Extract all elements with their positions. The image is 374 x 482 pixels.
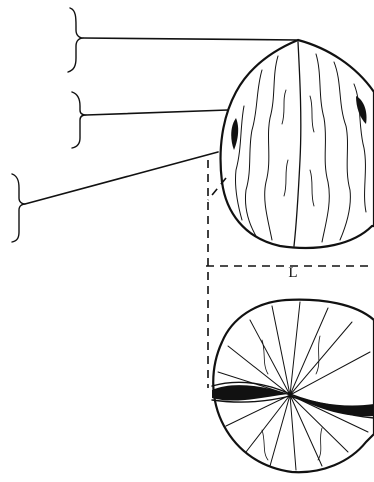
leader-line-apex [83,38,298,40]
label-bracket-bottom [12,174,25,242]
walnut-top-view [212,300,374,473]
leader-line-shell [86,110,228,115]
label-bracket-top [68,8,83,72]
dimension-label-L: L [288,265,297,281]
label-bracket-middle [72,92,86,148]
leader-line-suture [25,152,218,204]
walnut-side-view [221,40,374,248]
